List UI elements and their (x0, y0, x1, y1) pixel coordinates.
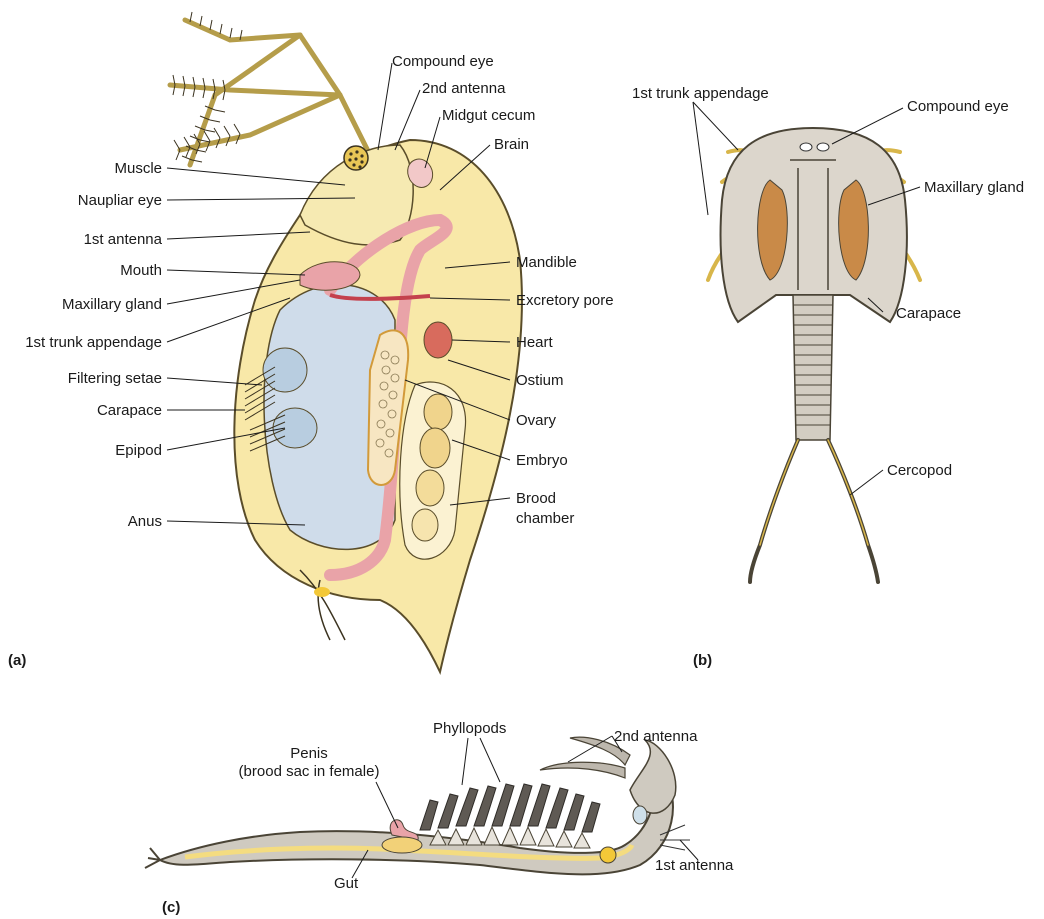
daphnia-heart (424, 322, 452, 358)
label-mandible: Mandible (516, 254, 577, 271)
label-c-second-antenna: 2nd antenna (614, 728, 698, 745)
label-c-penis-line2: (brood sac in female) (239, 763, 380, 780)
label-anus: Anus (128, 513, 162, 530)
label-heart: Heart (516, 334, 554, 351)
label-b-carapace: Carapace (896, 305, 961, 322)
daphnia-embryo-2 (420, 428, 450, 468)
label-brain: Brain (494, 136, 529, 153)
label-c-penis-line1: Penis (290, 745, 328, 762)
label-c-gut: Gut (334, 875, 359, 892)
triops-drawing (693, 102, 920, 582)
label-midgut-cecum: Midgut cecum (442, 107, 535, 124)
label-ovary: Ovary (516, 412, 557, 429)
label-excretory-pore: Excretory pore (516, 292, 614, 309)
label-second-antenna: 2nd antenna (422, 80, 506, 97)
label-b-compound-eye: Compound eye (907, 98, 1009, 115)
label-naupliar-eye: Naupliar eye (78, 192, 162, 209)
label-muscle: Muscle (114, 160, 162, 177)
label-mouth: Mouth (120, 262, 162, 279)
label-first-trunk-appendage: 1st trunk appendage (25, 334, 162, 351)
fairy-shrimp-head (630, 740, 676, 813)
label-c-first-antenna: 1st antenna (655, 857, 734, 874)
label-ostium: Ostium (516, 372, 564, 389)
label-embryo: Embryo (516, 452, 568, 469)
label-b-maxillary-gland: Maxillary gland (924, 179, 1024, 196)
daphnia-embryo-3 (416, 470, 444, 506)
label-compound-eye: Compound eye (392, 53, 494, 70)
fairy-shrimp-eye (633, 806, 647, 824)
label-brood-chamber-line2: chamber (516, 510, 574, 527)
fairy-shrimp-yellow-organ (600, 847, 616, 863)
panel-b-tag: (b) (693, 652, 712, 669)
label-b-cercopod: Cercopod (887, 462, 952, 479)
label-maxillary-gland: Maxillary gland (62, 296, 162, 313)
triops-cercopods (750, 440, 878, 582)
panel-a-tag: (a) (8, 652, 26, 669)
fairy-shrimp-tail (145, 848, 160, 868)
panel-c-tag: (c) (162, 899, 180, 916)
label-brood-chamber-line1: Brood (516, 490, 556, 507)
fairy-shrimp-genital-segment (382, 837, 422, 853)
daphnia-embryo-4 (412, 509, 438, 541)
daphnia-embryo-1 (424, 394, 452, 430)
label-epipod: Epipod (115, 442, 162, 459)
daphnia-epipod (273, 408, 317, 448)
label-c-phyllopods: Phyllopods (433, 720, 506, 737)
label-carapace: Carapace (97, 402, 162, 419)
daphnia-yellow-spot (314, 587, 330, 597)
label-b-first-trunk-appendage: 1st trunk appendage (632, 85, 769, 102)
fairy-shrimp-drawing (145, 736, 698, 878)
triops-trunk (793, 295, 833, 440)
triops-compound-eye-left (800, 143, 812, 151)
triops-compound-eye-right (817, 143, 829, 151)
fairy-shrimp-phyllopods (420, 784, 600, 832)
triops-carapace (721, 128, 907, 322)
label-filtering-setae: Filtering setae (68, 370, 162, 387)
label-first-antenna: 1st antenna (84, 231, 163, 248)
